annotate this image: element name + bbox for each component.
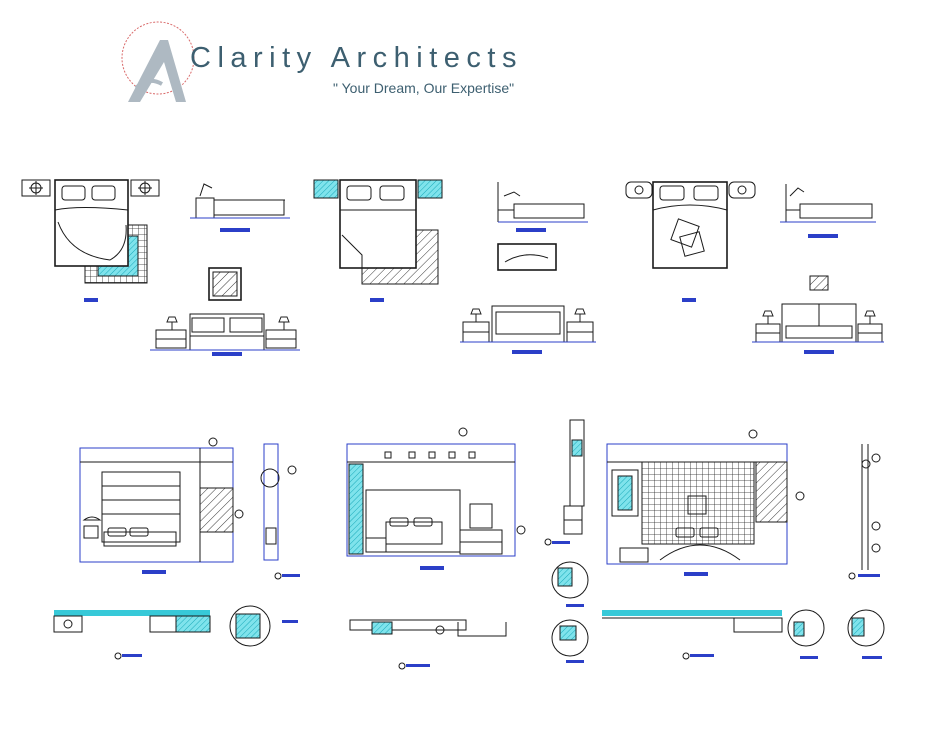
bed-front-elevation-1 — [150, 267, 300, 356]
brand-tagline: " Your Dream, Our Expertise" — [333, 80, 515, 96]
company-logo — [121, 21, 195, 102]
bed-side-elevation-3 — [780, 184, 876, 238]
plan-strip-c — [602, 609, 885, 660]
bed-side-elevation-2 — [497, 182, 588, 271]
bed-plan-2 — [313, 179, 443, 302]
wall-elevation-c — [606, 429, 881, 580]
bed-plan-1 — [21, 179, 160, 302]
bed-plan-3 — [625, 181, 756, 302]
plan-strip-a — [53, 605, 298, 660]
bed-front-elevation-2 — [460, 305, 596, 354]
brand-name: Clarity Architects — [190, 42, 523, 74]
wall-elevation-b — [346, 419, 585, 570]
bed-side-elevation-1 — [190, 183, 290, 232]
bed-front-elevation-3 — [752, 275, 884, 354]
plan-strip-b — [349, 561, 589, 670]
wall-elevation-a — [79, 437, 300, 580]
